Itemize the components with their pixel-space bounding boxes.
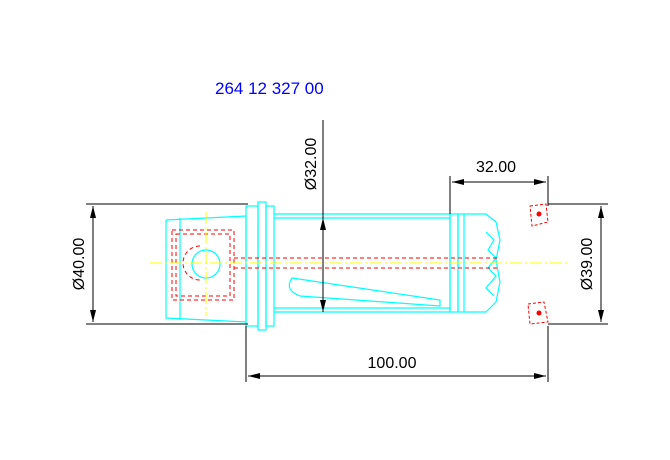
arrow-32-top bbox=[320, 218, 326, 230]
arrow-100-right bbox=[534, 373, 546, 379]
dim-32-label: Ø32.00 bbox=[303, 138, 320, 191]
dim-32h-label: 32.00 bbox=[476, 159, 516, 176]
insert-top-screw bbox=[536, 211, 542, 217]
hidden-bore bbox=[171, 229, 235, 301]
arrow-40-top bbox=[90, 206, 96, 218]
dimensions bbox=[86, 120, 608, 382]
insert-top bbox=[529, 203, 549, 227]
part-number: 264 12 327 00 bbox=[215, 79, 324, 98]
arrow-40-bottom bbox=[90, 310, 96, 322]
flange-ring-2 bbox=[257, 201, 267, 331]
hidden-bore-inner bbox=[175, 233, 231, 297]
dim-39-label: Ø39.00 bbox=[579, 238, 596, 291]
flange-ring-3 bbox=[265, 205, 275, 327]
arrow-32h-left bbox=[452, 179, 464, 185]
tip-outline bbox=[464, 213, 501, 313]
arrow-39-bottom bbox=[598, 310, 604, 322]
tool-holder-outline bbox=[165, 201, 501, 331]
arrow-32h-right bbox=[534, 179, 546, 185]
keyway-slot bbox=[288, 277, 441, 307]
dim-40-label: Ø40.00 bbox=[71, 238, 88, 291]
dimension-arrows bbox=[90, 179, 604, 379]
dim-100-label: 100.00 bbox=[368, 355, 417, 372]
insert-bottom bbox=[527, 301, 549, 325]
insert-bottom-screw bbox=[536, 310, 542, 316]
arrow-32-bottom bbox=[320, 300, 326, 312]
insert-top-outline bbox=[529, 203, 549, 227]
flange-ring-1 bbox=[245, 205, 259, 327]
arrow-100-left bbox=[248, 373, 260, 379]
center-lines bbox=[150, 212, 570, 316]
tip-detail bbox=[485, 231, 497, 297]
hidden-features bbox=[171, 229, 500, 301]
arrow-39-top bbox=[598, 206, 604, 218]
insert-bottom-outline bbox=[527, 301, 549, 325]
